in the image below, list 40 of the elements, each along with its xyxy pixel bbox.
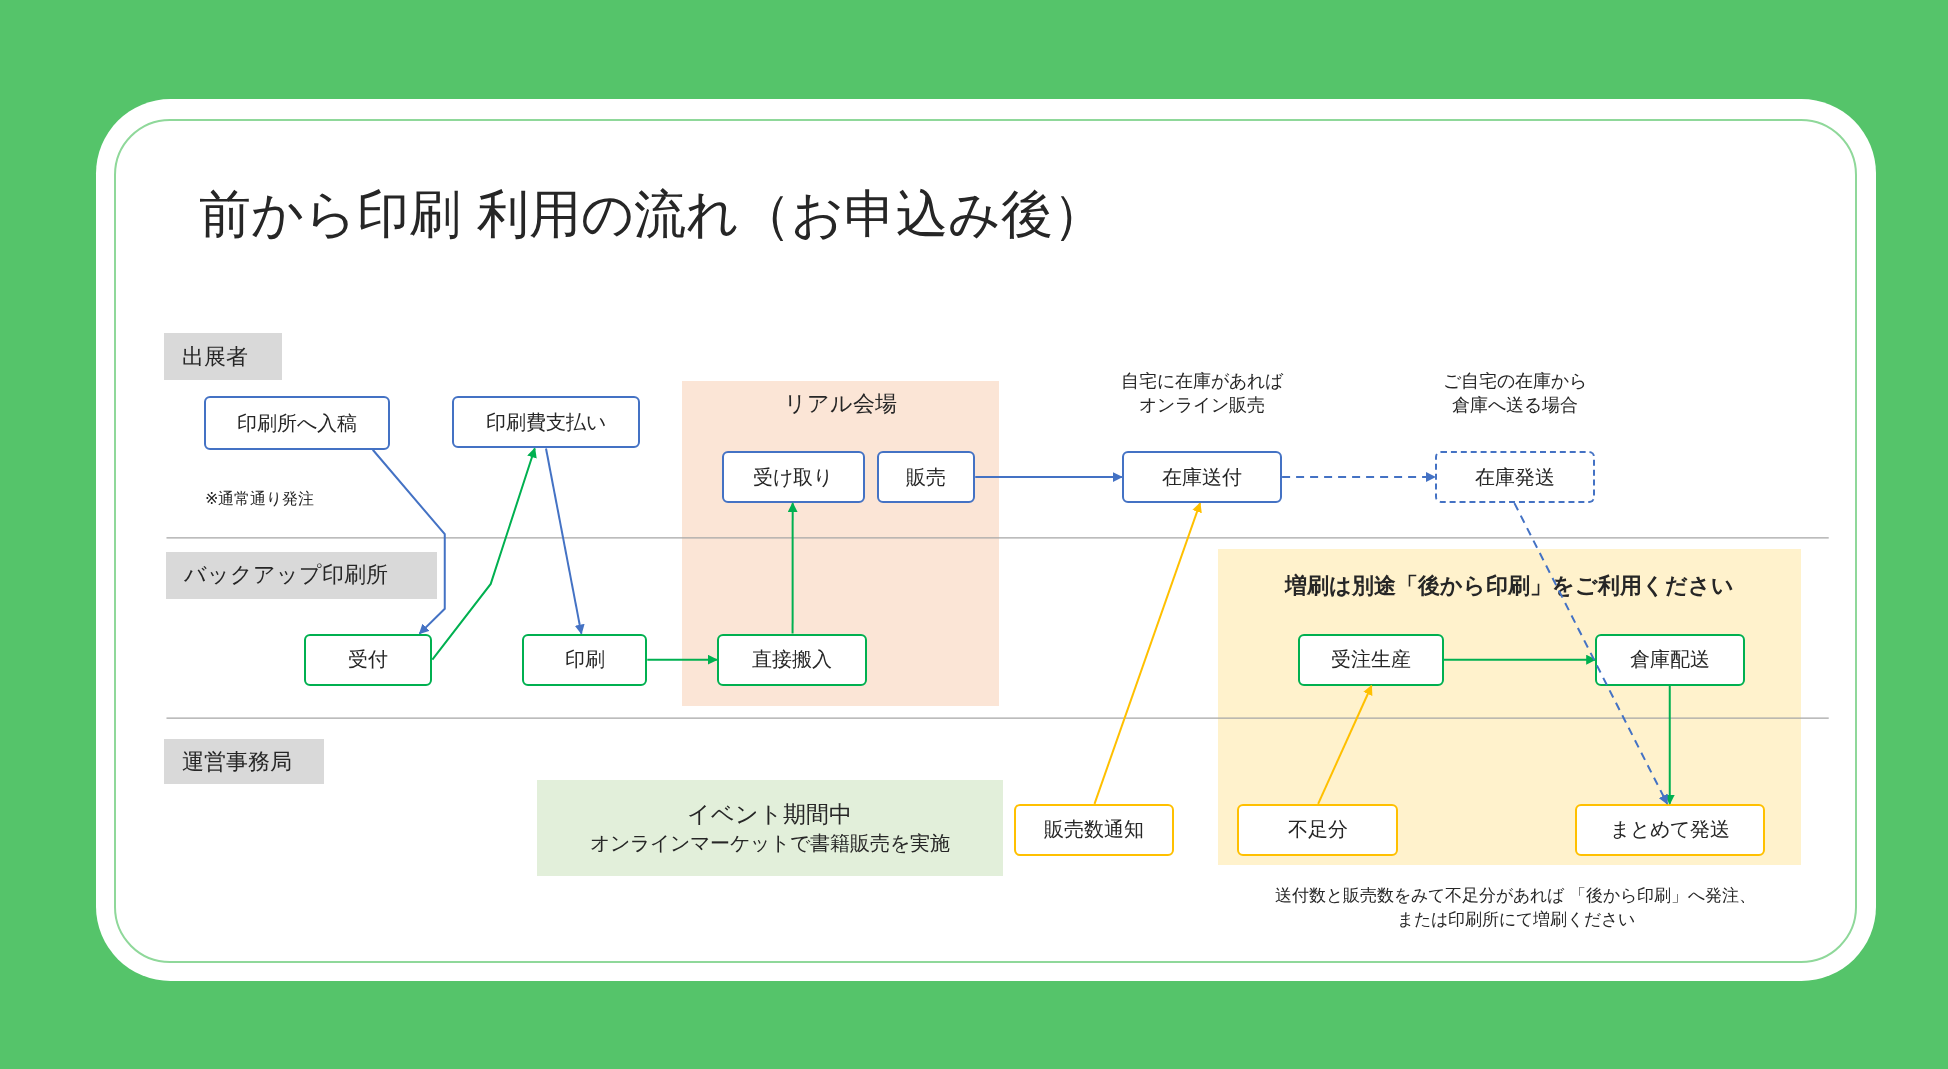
title: 前から印刷 利用の流れ（お申込み後） <box>198 183 1106 247</box>
process-box: 受付 <box>304 633 433 686</box>
process-box: 在庫発送 <box>1434 450 1596 504</box>
reprint-area <box>1217 549 1802 865</box>
event-panel <box>536 780 1003 876</box>
process-box: 印刷 <box>521 633 648 686</box>
arrow <box>974 472 1123 483</box>
process-box: 受注生産 <box>1298 633 1444 686</box>
process-box: 印刷所へ入稿 <box>203 396 391 450</box>
footnote-text: 送付数と販売数をみて不足分があれば 「後から印刷」へ発注、または印刷所にて増刷ください <box>1273 884 1758 932</box>
arrow <box>545 447 585 635</box>
process-box: 不足分 <box>1237 803 1398 856</box>
arrow <box>646 654 718 665</box>
arrow <box>1513 502 1669 805</box>
lane-label: 出展者 <box>164 332 282 381</box>
area-heading: 増刷は別途「後から印刷」をご利用ください <box>1284 572 1734 601</box>
lane-label: 運営事務局 <box>164 739 325 784</box>
note-text: 自宅に在庫があればオンライン販売 <box>1119 368 1284 417</box>
panel-text: オンラインマーケットで書籍販売を実施 <box>589 830 950 857</box>
arrow <box>371 448 446 635</box>
note-text: ご自宅の在庫から倉庫へ送る場合 <box>1442 368 1589 417</box>
process-box: 販売数通知 <box>1013 803 1174 856</box>
process-box: 在庫送付 <box>1121 450 1283 504</box>
arrow <box>431 447 537 661</box>
process-box: 印刷費支払い <box>452 396 640 449</box>
arrow <box>787 502 798 635</box>
process-box: 倉庫配送 <box>1595 633 1746 686</box>
arrow <box>1442 654 1597 665</box>
process-box: 販売 <box>877 450 976 504</box>
process-box: 受け取り <box>721 450 865 504</box>
process-box: まとめて発送 <box>1575 803 1766 856</box>
arrow <box>1281 472 1436 483</box>
process-box: 直接搬入 <box>716 633 868 686</box>
arrow <box>1317 684 1373 805</box>
panel-heading: イベント期間中 <box>687 800 853 829</box>
lane-label: バックアップ印刷所 <box>166 551 438 599</box>
arrow <box>1093 502 1202 805</box>
area-heading: リアル会場 <box>783 389 897 418</box>
note-text: ※通常通り発注 <box>205 488 315 510</box>
venue-area <box>682 381 999 706</box>
